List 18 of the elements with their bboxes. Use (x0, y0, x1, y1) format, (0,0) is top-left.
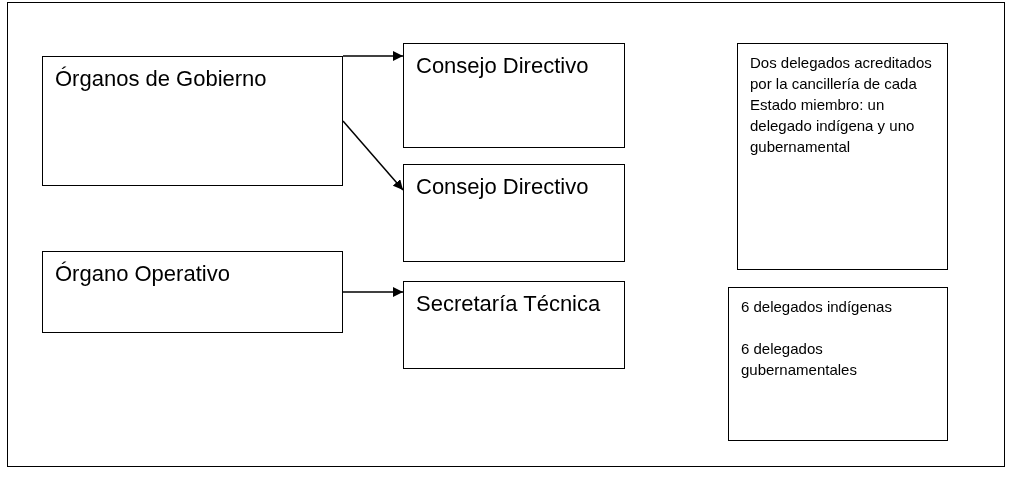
text-box (737, 43, 948, 270)
text-box (728, 287, 948, 441)
box-text: Consejo Directivo (416, 173, 590, 200)
arrow (342, 287, 404, 297)
arrow (342, 51, 404, 61)
box-text: Consejo Directivo (416, 52, 590, 79)
text-box (42, 251, 343, 333)
box-text: 6 delegados indígenas (741, 297, 893, 317)
text-box (403, 164, 625, 262)
text-box (403, 43, 625, 148)
text-box (42, 56, 343, 186)
box-text: Secretaría Técnica (416, 290, 602, 317)
arrow (342, 120, 404, 191)
box-text: Órganos de Gobierno (55, 65, 268, 92)
box-text: Órgano Operativo (55, 260, 231, 287)
box-text: 6 delegados gubernamentales (741, 339, 858, 380)
text-box (403, 281, 625, 369)
box-text: Dos delegados acreditados por la cancillería de cada Estado miembro: un delegado indígena y uno gubernamental (750, 53, 933, 157)
